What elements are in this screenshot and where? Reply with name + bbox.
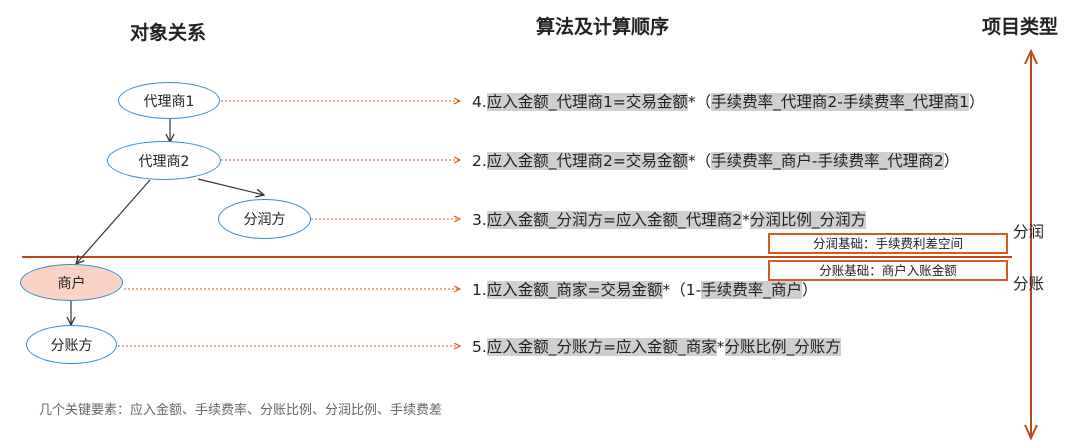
header-objects: 对象关系	[130, 22, 207, 44]
formula-3: 3.应入金额_分润方=应入金额_代理商2*分润比例_分润方	[472, 209, 867, 231]
formula-5-part-c: 分账比例_分账方	[724, 338, 841, 356]
formula-5-part-b: *	[716, 338, 725, 356]
header-algorithm: 算法及计算顺序	[536, 16, 670, 38]
formula-4: 4.应入金额_代理商1=交易金额*（手续费率_代理商2-手续费率_代理商1）	[472, 91, 985, 113]
formula-5-num: 5.	[472, 338, 487, 356]
formula-1-part-b: *（1-	[662, 281, 702, 299]
formula-4-part-d: ）	[969, 93, 985, 111]
profit-basis-band: 分润基础：手续费利差空间	[768, 233, 1008, 254]
formula-2-part-a: 应入金额_代理商2=交易金额	[486, 152, 688, 170]
formula-1-num: 1.	[472, 281, 487, 299]
node-merchant: 商户	[20, 264, 123, 301]
node-profit-party: 分润方	[218, 199, 311, 239]
split-basis-band: 分账基础：商户入账金额	[768, 260, 1008, 281]
formula-2-part-b: *（	[687, 152, 712, 170]
edge-agent2-profit	[197, 178, 264, 195]
axis-arrow-up	[1024, 48, 1038, 65]
formula-3-num: 3.	[472, 211, 487, 229]
formula-4-part-a: 应入金额_代理商1=交易金额	[486, 93, 688, 111]
formula-3-part-c: 分润比例_分润方	[749, 211, 867, 229]
formula-4-part-b: *（	[687, 93, 712, 111]
formula-4-num: 4.	[472, 93, 487, 111]
formula-1: 1.应入金额_商家=交易金额*（1-手续费率_商户）	[472, 279, 818, 301]
node-agent2: 代理商2	[107, 141, 221, 180]
formula-2: 2.应入金额_代理商2=交易金额*（手续费率_商户-手续费率_代理商2）	[472, 150, 959, 172]
formula-1-part-c: 手续费率_商户	[701, 281, 803, 299]
header-type: 项目类型	[982, 16, 1059, 38]
formula-5-part-a: 应入金额_分账方=应入金额_商家	[486, 338, 717, 356]
node-split-party: 分账方	[26, 325, 117, 364]
node-agent1: 代理商1	[118, 82, 220, 119]
formula-1-part-d: ）	[802, 281, 818, 299]
formula-2-num: 2.	[472, 152, 487, 170]
formula-3-part-a: 应入金额_分润方=应入金额_代理商2	[486, 211, 743, 229]
formula-5: 5.应入金额_分账方=应入金额_商家*分账比例_分账方	[472, 336, 841, 358]
edge-agent2-merchant	[76, 179, 151, 264]
side-label-profit: 分润	[1013, 223, 1045, 241]
axis-arrow-down	[1024, 424, 1038, 441]
formula-3-part-b: *	[742, 211, 750, 229]
formula-2-part-c: 手续费率_商户-手续费率_代理商2	[711, 152, 944, 170]
formula-1-part-a: 应入金额_商家=交易金额	[486, 281, 663, 299]
formula-4-part-c: 手续费率_代理商2-手续费率_代理商1	[711, 93, 969, 111]
side-label-split: 分账	[1013, 275, 1045, 293]
footnote: 几个关键要素：应入金额、手续费率、分账比例、分润比例、手续费差	[39, 403, 443, 418]
formula-2-part-d: ）	[943, 152, 960, 170]
